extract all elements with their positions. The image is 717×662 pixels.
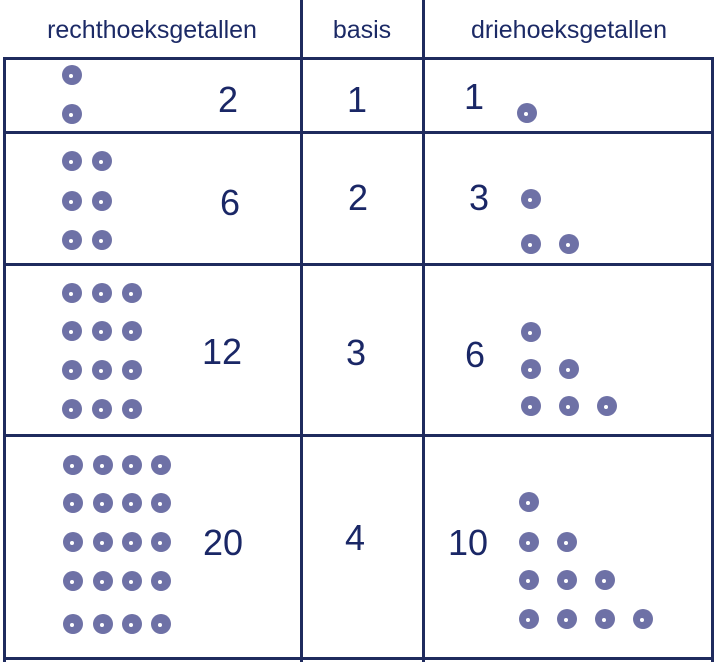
tri-dot [519,609,539,629]
header-basis: basis [332,16,392,44]
rect-dot [151,614,171,634]
rect-dot [62,283,82,303]
header-driehoeksgetallen: driehoeksgetallen [471,16,667,44]
rect-dot [92,283,112,303]
rect-dot [92,230,112,250]
table-left-border [3,57,6,662]
tri-dot [519,492,539,512]
rect-dot [92,321,112,341]
rect-dot [93,532,113,552]
rect-dot [122,360,142,380]
tri-dot [557,609,577,629]
table-right-border [711,57,714,662]
tri-dot [597,396,617,416]
rect-dot [93,455,113,475]
row-divider-2 [3,263,714,266]
column-divider-2 [422,0,425,662]
row-divider-3 [3,434,714,437]
base-number: 4 [344,517,366,558]
tri-dot [519,532,539,552]
rect-dot [62,65,82,85]
rect-dot [93,493,113,513]
rect-dot [93,571,113,591]
base-number: 2 [347,177,369,218]
tri-dot [595,570,615,590]
rect-dot [63,532,83,552]
rect-dot [151,493,171,513]
rect-dot [62,399,82,419]
rect-dot [151,571,171,591]
rect-number: 12 [201,331,243,372]
rect-dot [92,399,112,419]
rect-dot [151,532,171,552]
tri-dot [521,322,541,342]
rect-dot [122,321,142,341]
tri-dot [521,189,541,209]
tri-dot [559,396,579,416]
tri-dot [595,609,615,629]
rect-dot [62,191,82,211]
tri-dot [521,234,541,254]
rect-dot [122,571,142,591]
rect-dot [93,614,113,634]
rect-dot [122,399,142,419]
tri-dot [557,570,577,590]
row-divider-1 [3,131,714,134]
rect-dot [63,614,83,634]
rect-dot [63,493,83,513]
tri-dot [519,570,539,590]
rect-dot [122,493,142,513]
tri-dot [521,359,541,379]
table-bottom-border [3,657,714,660]
tri-number: 6 [464,334,486,375]
rect-dot [62,360,82,380]
rect-dot [122,455,142,475]
rect-dot [122,532,142,552]
tri-number: 3 [468,177,490,218]
rect-number: 6 [219,182,241,223]
rect-dot [92,151,112,171]
rect-dot [151,455,171,475]
header-divider [3,57,714,60]
tri-number: 1 [463,76,485,117]
tri-dot [559,359,579,379]
rect-dot [62,151,82,171]
header-rechthoeksgetallen: rechthoeksgetallen [47,16,257,44]
rect-dot [122,283,142,303]
rect-number: 20 [202,522,244,563]
tri-dot [521,396,541,416]
base-number: 1 [346,79,368,120]
tri-dot [633,609,653,629]
tri-dot [559,234,579,254]
tri-dot [517,103,537,123]
rect-dot [63,455,83,475]
rect-dot [62,321,82,341]
base-number: 3 [345,332,367,373]
rect-dot [92,191,112,211]
tri-dot [557,532,577,552]
rect-dot [92,360,112,380]
column-divider-1 [300,0,303,662]
rect-dot [62,104,82,124]
rect-number: 2 [217,79,239,120]
tri-number: 10 [447,522,489,563]
rect-dot [63,571,83,591]
rect-dot [122,614,142,634]
rect-dot [62,230,82,250]
